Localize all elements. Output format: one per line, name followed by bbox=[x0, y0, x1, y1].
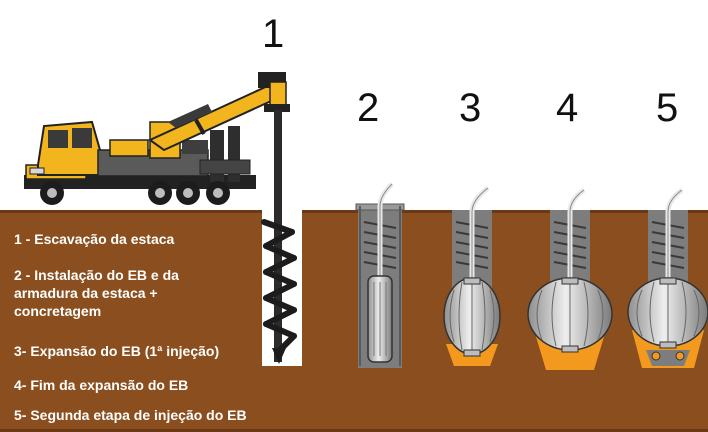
step-4-text: 4- Fim da expansão do EB bbox=[14, 377, 189, 393]
crane-truck-icon bbox=[24, 72, 290, 205]
stage-5-pile bbox=[627, 187, 708, 368]
step-3-text: 3- Expansão do EB (1ª injeção) bbox=[14, 343, 220, 359]
auger-icon bbox=[261, 110, 302, 366]
stage-number-2: 2 bbox=[357, 86, 380, 130]
stage-number-3: 3 bbox=[459, 86, 482, 130]
stage-number-4: 4 bbox=[556, 86, 579, 130]
step-5-text: 5- Segunda etapa de injeção do EB bbox=[14, 407, 247, 423]
stage-number-5: 5 bbox=[656, 86, 679, 130]
stage-3-pile bbox=[443, 186, 501, 366]
step-2-text: 2 - Instalação do EB e da armadura da es… bbox=[14, 267, 179, 319]
stage-4-pile bbox=[527, 187, 613, 370]
step-1-text: 1 - Escavação da estaca bbox=[14, 231, 175, 247]
stage-number-1: 1 bbox=[262, 12, 285, 56]
stage-2-pile bbox=[355, 182, 405, 368]
